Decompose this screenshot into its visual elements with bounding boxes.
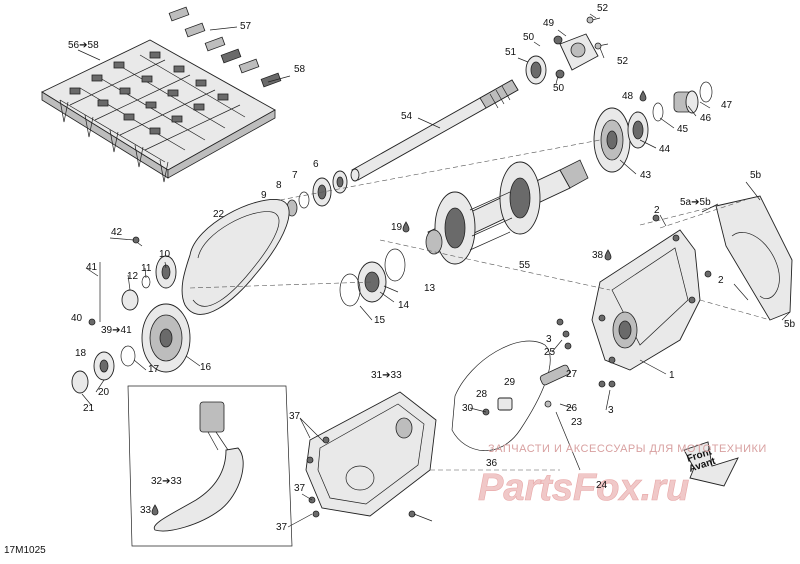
callout: 27 <box>566 369 578 380</box>
gasket-plate <box>715 195 793 321</box>
callout: 49 <box>543 18 555 29</box>
callout: 39➔41 <box>101 325 132 336</box>
callout: 11 <box>141 263 152 274</box>
tensioner-assembly <box>482 364 581 471</box>
callout: 24 <box>596 480 608 491</box>
front-arrow: Front Avant <box>683 441 739 487</box>
callout: 22 <box>213 209 225 220</box>
callout: 37 <box>294 483 306 494</box>
callout: 37 <box>289 411 301 422</box>
callout: 13 <box>424 283 436 294</box>
callout: 20 <box>98 387 110 398</box>
watermark-subtitle: ЗАПЧАСТИ И АКСЕССУАРЫ ДЛЯ МОТОТЕХНИКИ <box>488 443 767 455</box>
callout: 2 <box>718 275 724 286</box>
callout: 23 <box>571 417 583 428</box>
callout: 44 <box>659 144 671 155</box>
chaincase-housing <box>591 229 701 371</box>
callout: 17 <box>148 364 160 375</box>
callout: 25 <box>544 347 556 358</box>
callout: 18 <box>75 348 87 359</box>
callout: 6 <box>313 159 319 170</box>
callout: 26 <box>566 403 578 414</box>
callout: 15 <box>374 315 386 326</box>
callout: 42 <box>111 227 123 238</box>
drop-icon <box>151 90 647 516</box>
callout: 12 <box>127 271 139 282</box>
callout: 33 <box>140 505 152 516</box>
bolts <box>306 214 712 518</box>
callout: 28 <box>476 389 488 400</box>
drive-axle <box>425 159 589 265</box>
callout: 1 <box>669 370 675 381</box>
callout: 29 <box>504 377 516 388</box>
callout: 30 <box>462 403 474 414</box>
callout: 7 <box>292 170 298 181</box>
watermark-logo: PartsFox.ru <box>478 467 689 509</box>
callout: 5b <box>750 170 762 181</box>
callout: 57 <box>240 21 252 32</box>
callout: 37 <box>276 522 288 533</box>
callout: 5b <box>784 319 796 330</box>
drive-shaft <box>350 79 519 182</box>
callout-labels: 52 49 50 51 52 50 57 56➔58 58 54 48 47 4… <box>68 3 796 533</box>
callout: 3 <box>608 405 614 416</box>
drive-chain <box>181 199 290 315</box>
callout: 55 <box>519 260 531 271</box>
callout: 41 <box>86 262 98 273</box>
callout: 45 <box>677 124 689 135</box>
callout: 2 <box>654 205 660 216</box>
callout: 9 <box>261 190 267 201</box>
callout: 50 <box>523 32 535 43</box>
guide-clips <box>168 6 282 88</box>
lower-gear-assembly <box>71 236 191 394</box>
callout: 40 <box>71 313 83 324</box>
callout: 3 <box>546 334 552 345</box>
callout: 38 <box>592 250 604 261</box>
bearing-cover-assembly <box>525 16 609 85</box>
callout: 47 <box>721 100 733 111</box>
callout: 32➔33 <box>151 476 182 487</box>
callout: 36 <box>486 458 498 469</box>
callout: 52 <box>597 3 609 14</box>
callout: 48 <box>622 91 634 102</box>
figure-code: 17M1025 <box>4 545 46 556</box>
callout: 31➔33 <box>371 370 402 381</box>
callout: 43 <box>640 170 652 181</box>
callout: 52 <box>617 56 629 67</box>
callout: 8 <box>276 180 282 191</box>
leader-lines <box>77 13 791 528</box>
callout: 54 <box>401 111 413 122</box>
callout: 51 <box>505 47 517 58</box>
callout: 50 <box>553 83 565 94</box>
callout: 10 <box>159 249 171 260</box>
chain-guide-block <box>41 39 276 183</box>
callout: 46 <box>700 113 712 124</box>
callout: 16 <box>200 362 212 373</box>
sprocket-flange <box>593 107 649 173</box>
assembly-lines <box>189 139 611 471</box>
inset-box <box>127 385 293 547</box>
callout: 58 <box>294 64 306 75</box>
callout: 56➔58 <box>68 40 99 51</box>
callout: 19 <box>391 222 403 233</box>
chaincase-cover <box>305 391 437 517</box>
callout: 21 <box>83 403 95 414</box>
shaft-bearings <box>286 170 406 307</box>
callout: 5a➔5b <box>680 197 711 208</box>
cover-gasket <box>451 340 551 451</box>
callout: 14 <box>398 300 410 311</box>
